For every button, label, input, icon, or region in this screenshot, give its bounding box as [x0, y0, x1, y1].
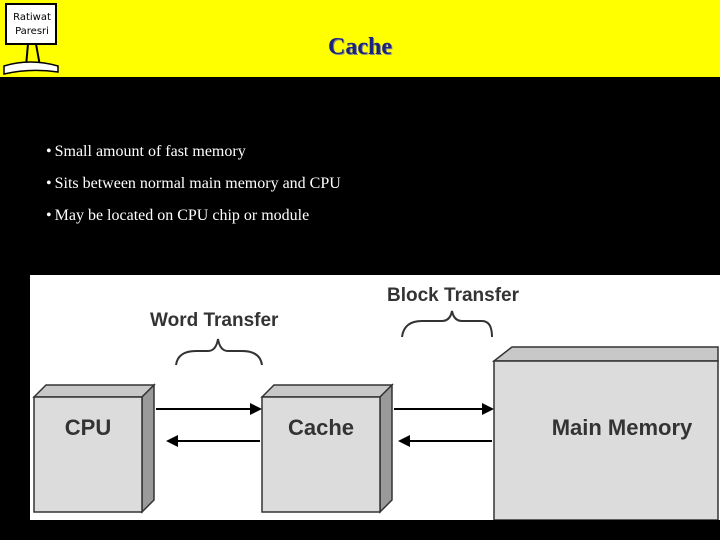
word-transfer-brace	[175, 338, 263, 366]
bullet-text: Small amount of fast memory	[54, 143, 246, 160]
cache-diagram: Block Transfer Word Transfer CPU Cache M…	[30, 275, 720, 520]
cpu-box: CPU	[32, 383, 156, 514]
word-transfer-label: Word Transfer	[150, 310, 279, 331]
logo-text-line2: Paresri	[15, 26, 49, 37]
title-bar: Ratiwat Paresri Cache	[0, 0, 720, 77]
cache-to-memory-arrow	[394, 403, 494, 415]
cache-box: Cache	[260, 383, 394, 514]
author-signpost-logo: Ratiwat Paresri	[0, 0, 62, 77]
bullet-item: •Small amount of fast memory	[46, 136, 341, 168]
bullet-text: May be located on CPU chip or module	[54, 207, 310, 224]
cpu-to-cache-arrow	[156, 403, 262, 415]
block-transfer-label: Block Transfer	[387, 285, 520, 306]
slide-title: Cache	[328, 34, 392, 60]
bullet-item: •Sits between normal main memory and CPU	[46, 168, 341, 200]
bullet-dot: •	[46, 175, 52, 192]
block-transfer-brace	[401, 310, 493, 338]
logo-text-line1: Ratiwat	[13, 12, 51, 23]
bullet-dot: •	[46, 207, 52, 224]
bullet-dot: •	[46, 143, 52, 160]
main-memory-box: Main Memory	[491, 346, 719, 520]
bullet-text: Sits between normal main memory and CPU	[54, 175, 341, 192]
bullet-list: •Small amount of fast memory •Sits betwe…	[46, 136, 341, 232]
bullet-item: •May be located on CPU chip or module	[46, 200, 341, 232]
memory-to-cache-arrow	[398, 435, 492, 447]
main-memory-label: Main Memory	[552, 415, 693, 440]
cache-label: Cache	[288, 415, 354, 440]
cpu-label: CPU	[65, 415, 111, 440]
cache-to-cpu-arrow	[166, 435, 260, 447]
